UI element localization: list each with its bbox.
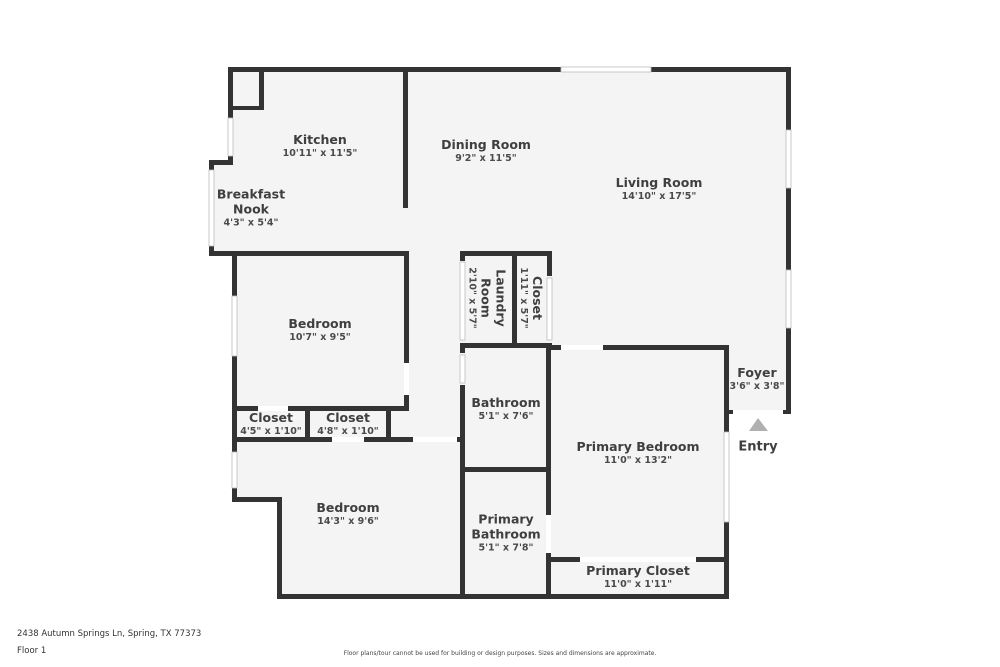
room-primary-bathroom: Primary Bathroom 5'1" x 7'8" (471, 512, 540, 555)
room-name: Dining Room (441, 137, 531, 152)
room-primary-closet: Primary Closet 11'0" x 1'11" (586, 563, 690, 591)
room-name-line1: Breakfast (216, 186, 286, 202)
room-name: Kitchen (293, 132, 347, 147)
room-dimensions: 1'11" x 5'7" (518, 267, 529, 329)
room-dimensions: 9'2" x 11'5" (455, 153, 517, 164)
room-name-line1: Laundry (493, 269, 509, 327)
room-name-line1: Primary (478, 511, 534, 527)
room-primary-bedroom: Primary Bedroom 11'0" x 13'2" (576, 439, 699, 467)
room-bedroom-2: Bedroom 14'3" x 9'6" (316, 500, 379, 528)
entry-label: Entry (738, 439, 778, 455)
room-name: Bedroom (316, 500, 380, 515)
room-dimensions: 11'0" x 1'11" (603, 579, 673, 590)
room-dimensions: 10'11" x 11'5" (282, 148, 358, 159)
room-name: Primary Closet (586, 563, 690, 578)
room-laundry-room: Laundry Room 2'10" x 5'7" (466, 267, 509, 329)
room-name-line2: Room (478, 278, 494, 318)
room-name-line2: Bathroom (471, 526, 541, 542)
room-dining-room: Dining Room 9'2" x 11'5" (441, 137, 531, 165)
windows (208, 66, 792, 523)
floor-label: Floor 1 (17, 646, 47, 656)
room-name: Closet (530, 276, 545, 320)
room-bathroom: Bathroom 5'1" x 7'6" (471, 395, 540, 423)
floor-fill (212, 70, 788, 595)
room-name: Closet (249, 410, 293, 425)
room-name: Living Room (615, 175, 703, 190)
room-foyer: Foyer 3'6" x 3'8" (730, 365, 785, 393)
property-address: 2438 Autumn Springs Ln, Spring, TX 77373 (17, 629, 202, 639)
room-bedroom-1: Bedroom 10'7" x 9'5" (288, 316, 351, 344)
room-dimensions: 11'0" x 13'2" (603, 455, 673, 466)
room-dimensions: 2'10" x 5'7" (466, 267, 478, 329)
room-dimensions: 14'3" x 9'6" (317, 516, 379, 527)
disclaimer: Floor plans/tour cannot be used for buil… (343, 650, 657, 657)
room-name: Closet (326, 410, 370, 425)
room-dimensions: 3'6" x 3'8" (729, 381, 785, 392)
room-dimensions: 14'10" x 17'5" (621, 191, 697, 202)
room-dimensions: 4'5" x 1'10" (240, 426, 302, 437)
room-living-room: Living Room 14'10" x 17'5" (616, 175, 703, 203)
room-closet-2: Closet 4'8" x 1'10" (317, 410, 379, 438)
room-kitchen: Kitchen 10'11" x 11'5" (283, 132, 358, 160)
room-dimensions: 4'8" x 1'10" (317, 426, 379, 437)
room-closet-1: Closet 4'5" x 1'10" (240, 410, 302, 438)
room-name: Foyer (737, 365, 777, 380)
room-name: Bedroom (288, 316, 352, 331)
entry-arrow-icon (749, 418, 768, 431)
room-dimensions: 10'7" x 9'5" (289, 332, 351, 343)
door-openings (258, 345, 783, 562)
room-dimensions: 4'3" x 5'4" (223, 217, 279, 229)
room-dimensions: 5'1" x 7'6" (478, 411, 534, 422)
room-dimensions: 5'1" x 7'8" (478, 542, 534, 554)
room-hall-closet: Closet 1'11" x 5'7" (517, 267, 545, 329)
room-name: Bathroom (471, 395, 541, 410)
room-name: Primary Bedroom (576, 439, 700, 454)
room-breakfast-nook: Breakfast Nook 4'3" x 5'4" (217, 187, 285, 230)
room-name-line2: Nook (233, 201, 269, 217)
